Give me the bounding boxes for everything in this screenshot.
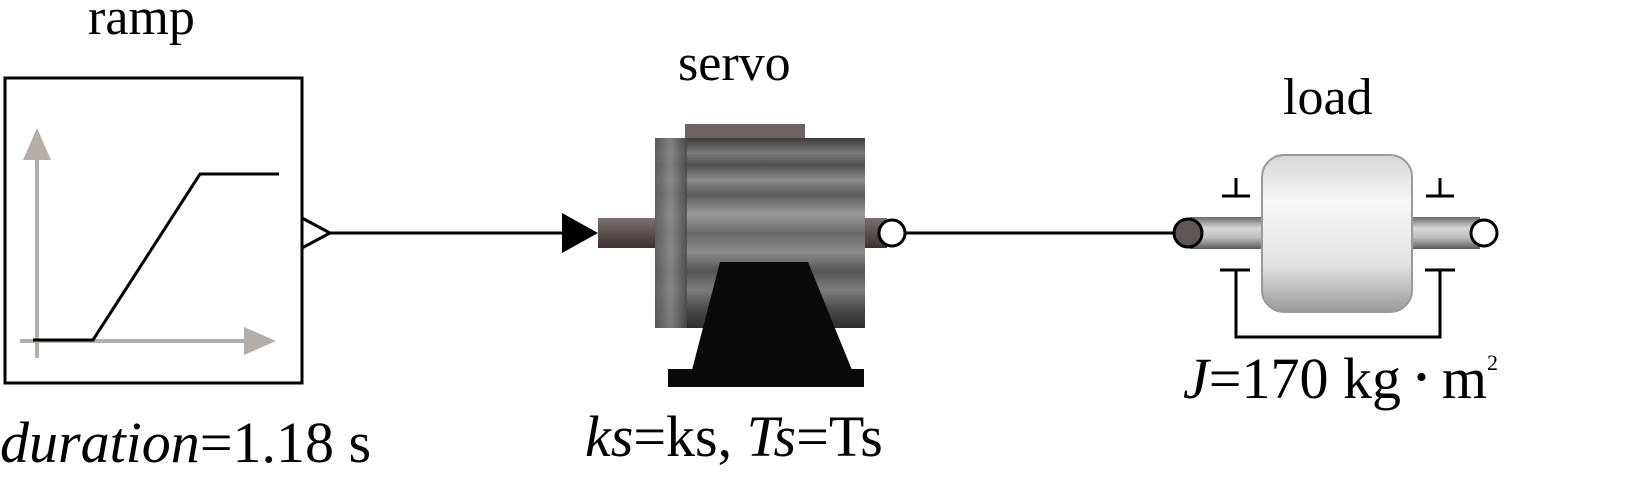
load-param-name: J — [1183, 346, 1209, 411]
load-unit-dot: • — [1415, 359, 1428, 396]
servo-end-plate — [655, 138, 687, 328]
servo-param1-value: ks, — [666, 404, 747, 469]
servo-base — [692, 262, 852, 370]
ramp-param-value: 1.18 s — [232, 410, 372, 475]
ramp-param-sep: = — [199, 410, 233, 475]
load-flange-b — [1469, 218, 1499, 248]
ramp-curve — [33, 172, 279, 342]
servo-title: servo — [678, 35, 791, 92]
ramp-x-axis-arrow — [244, 327, 276, 355]
servo-param2-name: Ts — [746, 404, 797, 469]
servo-param1-sep: = — [633, 404, 667, 469]
load-unit-exponent: 2 — [1487, 350, 1498, 375]
servo-param1-name: ks — [585, 404, 634, 469]
signal-input-port-icon — [562, 213, 598, 253]
servo-motor-icon — [562, 124, 907, 387]
servo-param2-value: Ts — [828, 404, 883, 469]
load-param-sep: = — [1208, 346, 1242, 411]
servo-base-plate — [668, 369, 864, 387]
flange-port-icon — [877, 218, 907, 248]
ramp-parameter: duration=1.18 s — [0, 414, 371, 472]
load-parameter: J=170 kg • m2 — [1183, 350, 1498, 408]
support-bracket — [1234, 270, 1442, 339]
load-unit: m — [1441, 346, 1487, 411]
ramp-title: ramp — [88, 0, 195, 46]
load-body — [1261, 154, 1413, 313]
servo-input-shaft — [598, 218, 658, 248]
ramp-y-axis-arrow — [23, 128, 51, 160]
load-flange-a — [1172, 217, 1204, 249]
load-param-value: 170 kg — [1241, 346, 1401, 411]
servo-parameters: ks=ks, Ts=Ts — [585, 408, 883, 466]
inertia-load-icon — [1172, 154, 1499, 339]
load-title: load — [1283, 69, 1373, 126]
ramp-icon — [3, 76, 334, 385]
servo-param2-sep: = — [796, 404, 829, 469]
signal-output-port-icon — [300, 215, 334, 251]
ramp-param-name: duration — [0, 410, 200, 475]
